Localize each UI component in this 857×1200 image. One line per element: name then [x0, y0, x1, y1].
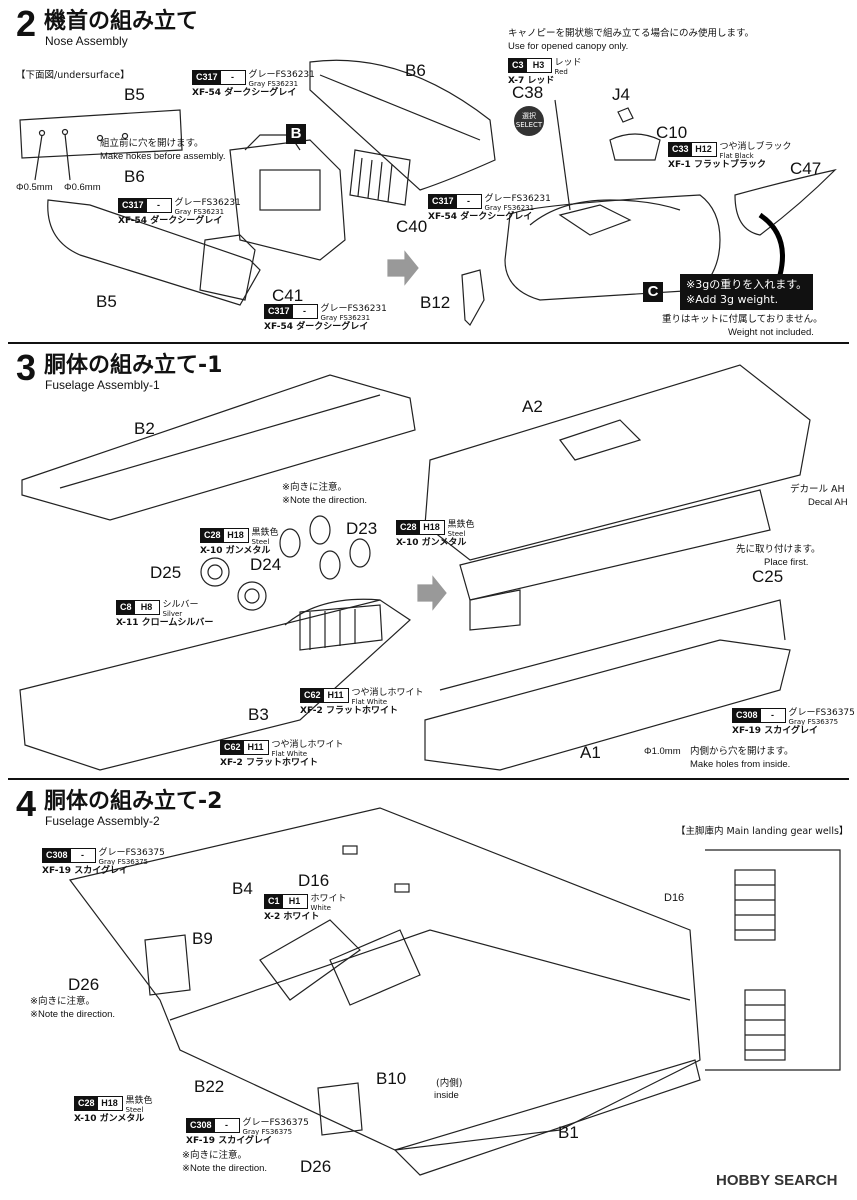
part-label: C41	[272, 286, 304, 305]
holes-note-jp: 組立前に穴を開けます。	[100, 138, 204, 149]
part-label: C40	[396, 217, 428, 236]
part-label: D16	[298, 871, 330, 890]
step-2-title-en: Nose Assembly	[45, 34, 128, 48]
select-badge: 選択 SELECT	[514, 106, 544, 136]
part-label: B10	[376, 1069, 407, 1088]
step-4-title-jp: 胴体の組み立て-2	[44, 789, 223, 814]
subassembly-c-marker: C	[643, 282, 663, 302]
decal-note-jp: デカール AH	[790, 484, 845, 495]
direction-note-jp: ※向きに注意。	[30, 996, 95, 1007]
part-label: D16	[664, 892, 685, 904]
part-label: B12	[420, 293, 451, 312]
place-first-en: Place first.	[764, 557, 809, 568]
step-3-number: 3	[16, 347, 37, 388]
part-label: D26	[68, 975, 100, 994]
part-label: C47	[790, 159, 822, 178]
part-label: B3	[248, 705, 269, 724]
section-divider-2	[8, 342, 849, 344]
part-label: D25	[150, 563, 182, 582]
step-4-title-en: Fuselage Assembly-2	[45, 814, 160, 828]
inside-holes-en: Make holes from inside.	[690, 759, 791, 770]
part-label: B6	[405, 61, 426, 80]
weight-callout: ※3gの重りを入れます。 ※Add 3g weight.	[680, 274, 814, 310]
weight-note-en: Weight not included.	[728, 327, 814, 338]
step-3-title-en: Fuselage Assembly-1	[45, 378, 160, 392]
inside-label-en: inside	[434, 1090, 459, 1101]
part-label: C25	[752, 567, 784, 586]
place-first-jp: 先に取り付けます。	[736, 544, 821, 555]
hole-size-a: Φ0.5mm	[16, 182, 53, 193]
watermark: HOBBY SEARCH	[716, 1172, 838, 1189]
canopy-note-jp: キャノピーを開状態で組み立てる場合にのみ使用します。	[508, 28, 755, 39]
part-label: B6	[124, 167, 145, 186]
canopy-note-en: Use for opened canopy only.	[508, 41, 629, 52]
direction-note-en: ※Note the direction.	[182, 1163, 268, 1174]
step-2-title-jp: 機首の組み立て	[44, 9, 199, 34]
part-label: B9	[192, 929, 213, 948]
part-label: D23	[346, 519, 378, 538]
decal-note-en: Decal AH	[808, 497, 848, 508]
weight-note-jp: 重りはキットに付属しておりません。	[662, 314, 823, 325]
wells-label: 【主脚庫内 Main landing gear wells】	[676, 826, 849, 837]
inside-label-jp: (内側)	[436, 1078, 463, 1089]
hole-size-label: Φ1.0mm	[644, 746, 681, 757]
part-label: B1	[558, 1123, 579, 1142]
step-3-title-jp: 胴体の組み立て-1	[44, 353, 223, 378]
step-2-number: 2	[16, 3, 37, 44]
part-label: B22	[194, 1077, 225, 1096]
step-4-number: 4	[16, 783, 37, 824]
part-label: D24	[250, 555, 282, 574]
part-label: C38	[512, 83, 544, 102]
direction-note-jp: ※向きに注意。	[182, 1150, 247, 1161]
part-label: A2	[522, 397, 543, 416]
direction-note-en: ※Note the direction.	[282, 495, 368, 506]
part-label: B2	[134, 419, 155, 438]
subassembly-b-marker: B	[286, 124, 306, 144]
inside-holes-jp: 内側から穴を開けます。	[690, 746, 794, 757]
undersurface-label: 【下面図/undersurface】	[16, 70, 130, 81]
part-label: J4	[612, 85, 630, 104]
part-label: B4	[232, 879, 253, 898]
section-divider-3	[8, 778, 849, 780]
holes-note-en: Make hokes before assembly.	[100, 151, 226, 162]
part-label: D26	[300, 1157, 332, 1176]
hole-size-b: Φ0.6mm	[64, 182, 101, 193]
direction-note-jp: ※向きに注意。	[282, 482, 347, 493]
part-label: B5	[124, 85, 145, 104]
direction-note-en: ※Note the direction.	[30, 1009, 116, 1020]
part-label: C10	[656, 123, 688, 142]
part-label: A1	[580, 743, 601, 762]
part-label: B5	[96, 292, 117, 311]
